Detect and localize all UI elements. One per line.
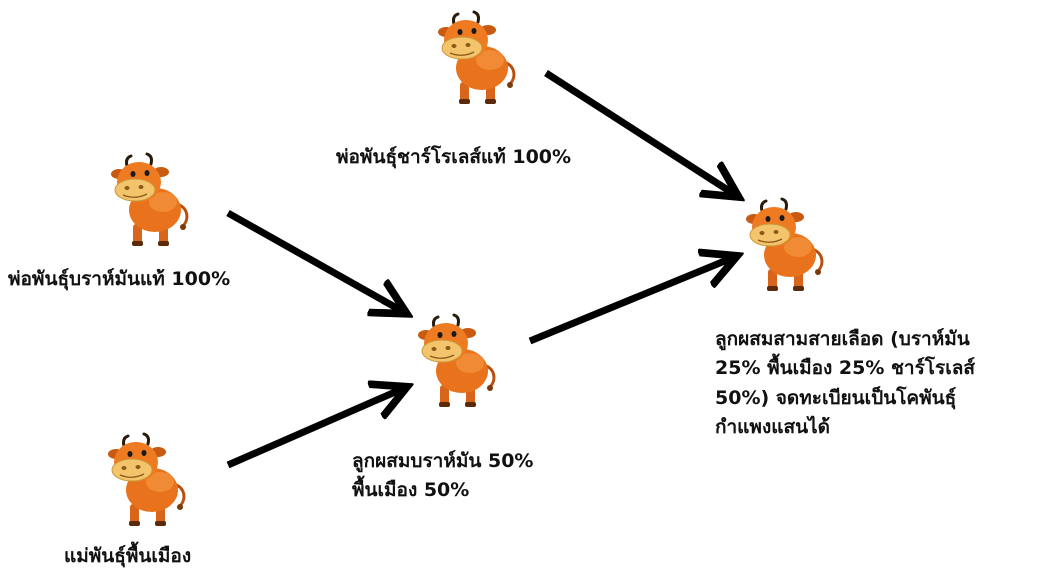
three-way-cross-label-line1: ลูกผสมสามสายเลือด (บราห์มัน	[715, 328, 970, 350]
three-way-cross-label: ลูกผสมสามสายเลือด (บราห์มัน 25% พื้นเมือ…	[715, 325, 975, 443]
three-way-cross-label-line2: 25% พื้นเมือง 25% ชาร์โรเลส์	[715, 357, 975, 380]
cow-icon	[744, 197, 824, 293]
crossbred-f1-label: ลูกผสมบราห์มัน 50% พื้นเมือง 50%	[352, 447, 533, 506]
cow-icon	[106, 432, 186, 528]
arrow-f1-to-three-way	[528, 258, 732, 345]
three-way-cross-label-line3: 50%) จดทะเบียนเป็นโคพันธุ์	[715, 386, 957, 409]
arrow-native-to-f1	[226, 389, 402, 469]
sire-brahman-label: พ่อพันธุ์บราห์มันแท้ 100%	[8, 268, 231, 290]
cow-icon	[416, 313, 496, 409]
crossbred-f1-label-line1: ลูกผสมบราห์มัน 50%	[352, 450, 534, 472]
arrow-brahman-to-f1	[226, 209, 402, 311]
sire-charolais-label: พ่อพันธุ์ชาร์โรเลส์แท้ 100%	[336, 146, 572, 168]
dam-native-label: แม่พันธุ์พื้นเมือง	[64, 545, 192, 567]
cow-icon	[109, 152, 189, 248]
arrow-charolais-to-three-way	[544, 70, 734, 194]
three-way-cross-label-line4: กำแพงแสนได้	[715, 416, 830, 439]
cow-icon	[436, 10, 516, 106]
crossbred-f1-label-line2: พื้นเมือง 50%	[352, 479, 470, 502]
